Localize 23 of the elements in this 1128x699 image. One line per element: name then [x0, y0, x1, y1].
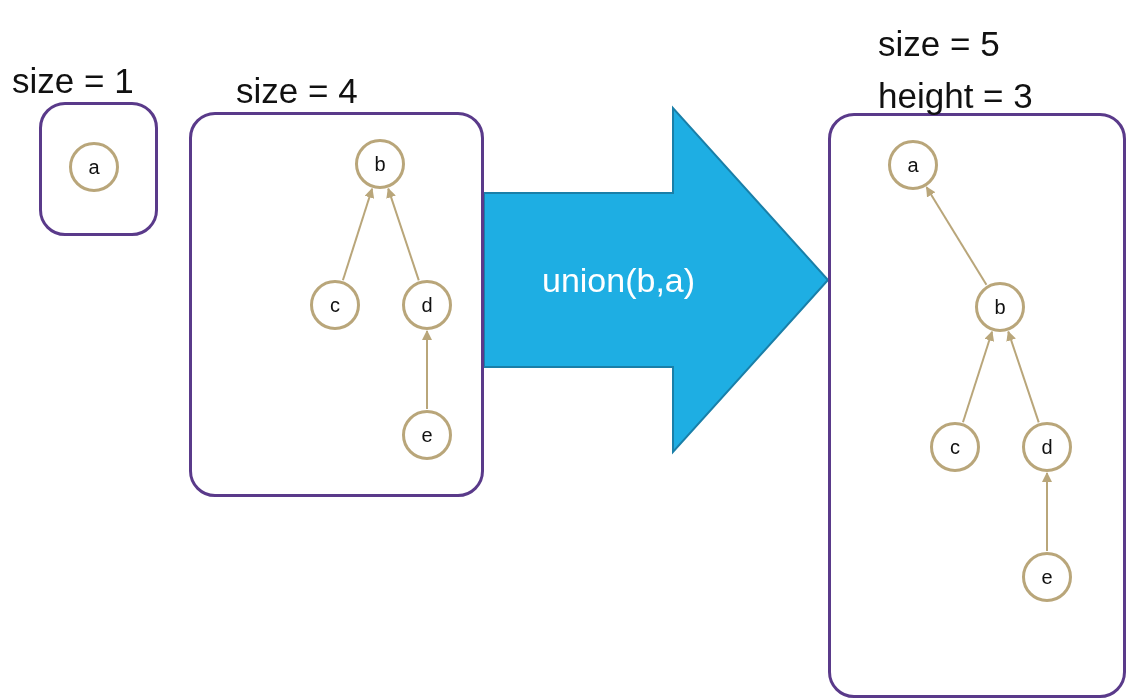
tree-node-circle: d: [1022, 422, 1072, 472]
tree-node-circle: c: [930, 422, 980, 472]
tree-node-circle: e: [1022, 552, 1072, 602]
block-arrow: [483, 105, 830, 455]
tree-node-circle: e: [402, 410, 452, 460]
tree-node-circle: c: [310, 280, 360, 330]
arrow: [1006, 330, 1040, 424]
arrow: [925, 186, 988, 286]
tree-node-circle: a: [888, 140, 938, 190]
arrow: [1042, 472, 1052, 552]
arrow: [961, 330, 995, 424]
size-heading: size = 1: [12, 60, 134, 102]
tree-node-circle: a: [69, 142, 119, 192]
tree-node-circle: b: [355, 139, 405, 189]
arrow: [386, 187, 420, 282]
edge-label: union(b,a): [542, 260, 696, 300]
arrow: [422, 330, 432, 410]
tree-node-circle: d: [402, 280, 452, 330]
size-heading: size = 5: [878, 23, 1000, 65]
size-heading: height = 3: [878, 75, 1033, 117]
tree-node-circle: b: [975, 282, 1025, 332]
arrow: [341, 187, 375, 282]
size-heading: size = 4: [236, 70, 358, 112]
